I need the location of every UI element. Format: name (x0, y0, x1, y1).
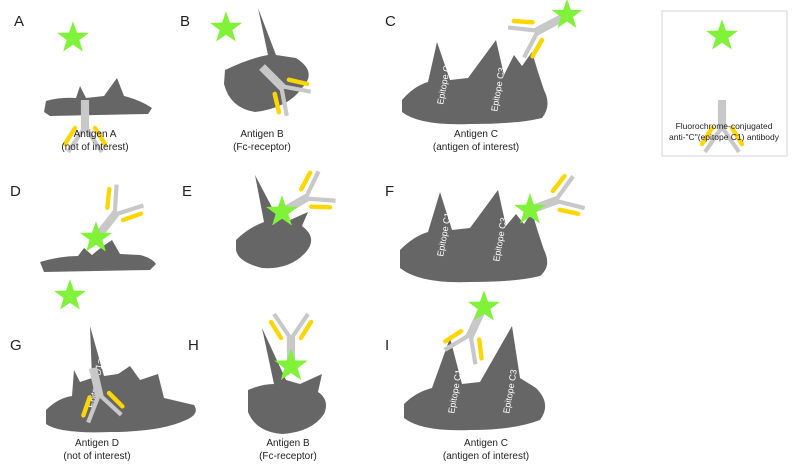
antigen-h-shape (248, 328, 326, 434)
antigen-d-shape (40, 240, 156, 272)
panel-g: G Epitope D1= C1 Antigen D (not of inter… (10, 279, 196, 462)
panel-b: B Antigen B (Fc-receptor) (180, 8, 313, 153)
antigen-a-shape (44, 78, 152, 116)
caption-antigen-d-line1: Antigen D (75, 438, 119, 449)
fluorochrome-star-icon (57, 21, 89, 52)
caption-antigen-b2-line1: Antigen B (266, 438, 310, 449)
panel-e: E (182, 169, 337, 269)
panel-letter-g: G (10, 337, 22, 354)
caption-antigen-d-line2: (not of interest) (63, 451, 130, 462)
panel-h: H Antigen B (Fc-receptor) (188, 314, 326, 462)
caption-antigen-c-line1: Antigen C (454, 129, 498, 140)
fluorochrome-star-icon (54, 279, 86, 310)
antigen-c-shape (402, 40, 548, 125)
panel-letter-c: C (385, 13, 396, 30)
legend-label-line1: Fluorochrome-conjugated (676, 121, 773, 131)
panel-f: F Epitope C1 Epitope C3 (385, 173, 586, 283)
panel-a: A Antigen A (not of interest) (14, 13, 152, 153)
panel-letter-d: D (10, 183, 21, 200)
panel-letter-f: F (385, 183, 394, 200)
antigen-f-shape (400, 190, 548, 283)
legend-box: Fluorochrome-conjugated anti-"C"(epitope… (661, 10, 788, 157)
antigen-i-shape (404, 326, 546, 431)
caption-antigen-b-line1: Antigen B (240, 129, 284, 140)
panel-letter-a: A (14, 13, 24, 30)
caption-antigen-b-line2: (Fc-receptor) (233, 142, 291, 153)
caption-antigen-c2-line1: Antigen C (464, 438, 508, 449)
fluorochrome-star-icon (210, 11, 242, 42)
antibody (507, 0, 572, 60)
fluorochrome-star-icon (468, 290, 500, 321)
panel-letter-i: I (385, 337, 389, 354)
panel-i: I Epitope C1 Epitope C3 Antigen C (antig… (385, 290, 546, 462)
caption-antigen-c-line2: (antigen of interest) (433, 142, 519, 153)
panel-letter-e: E (182, 183, 192, 200)
caption-antigen-b2-line2: (Fc-receptor) (259, 451, 317, 462)
caption-antigen-a-line1: Antigen A (74, 129, 117, 140)
caption-antigen-a-line2: (not of interest) (61, 142, 128, 153)
panel-letter-b: B (180, 13, 190, 30)
panel-letter-h: H (188, 337, 199, 354)
panel-c: C Epitope C1 Epitope C3 Antigen C (antig… (385, 0, 583, 153)
antigen-g-shape (46, 326, 196, 433)
panel-d: D (10, 183, 156, 272)
legend-label-line2: anti-"C"(epitope C1) antibody (669, 132, 780, 142)
caption-antigen-c2-line2: (antigen of interest) (443, 451, 529, 462)
